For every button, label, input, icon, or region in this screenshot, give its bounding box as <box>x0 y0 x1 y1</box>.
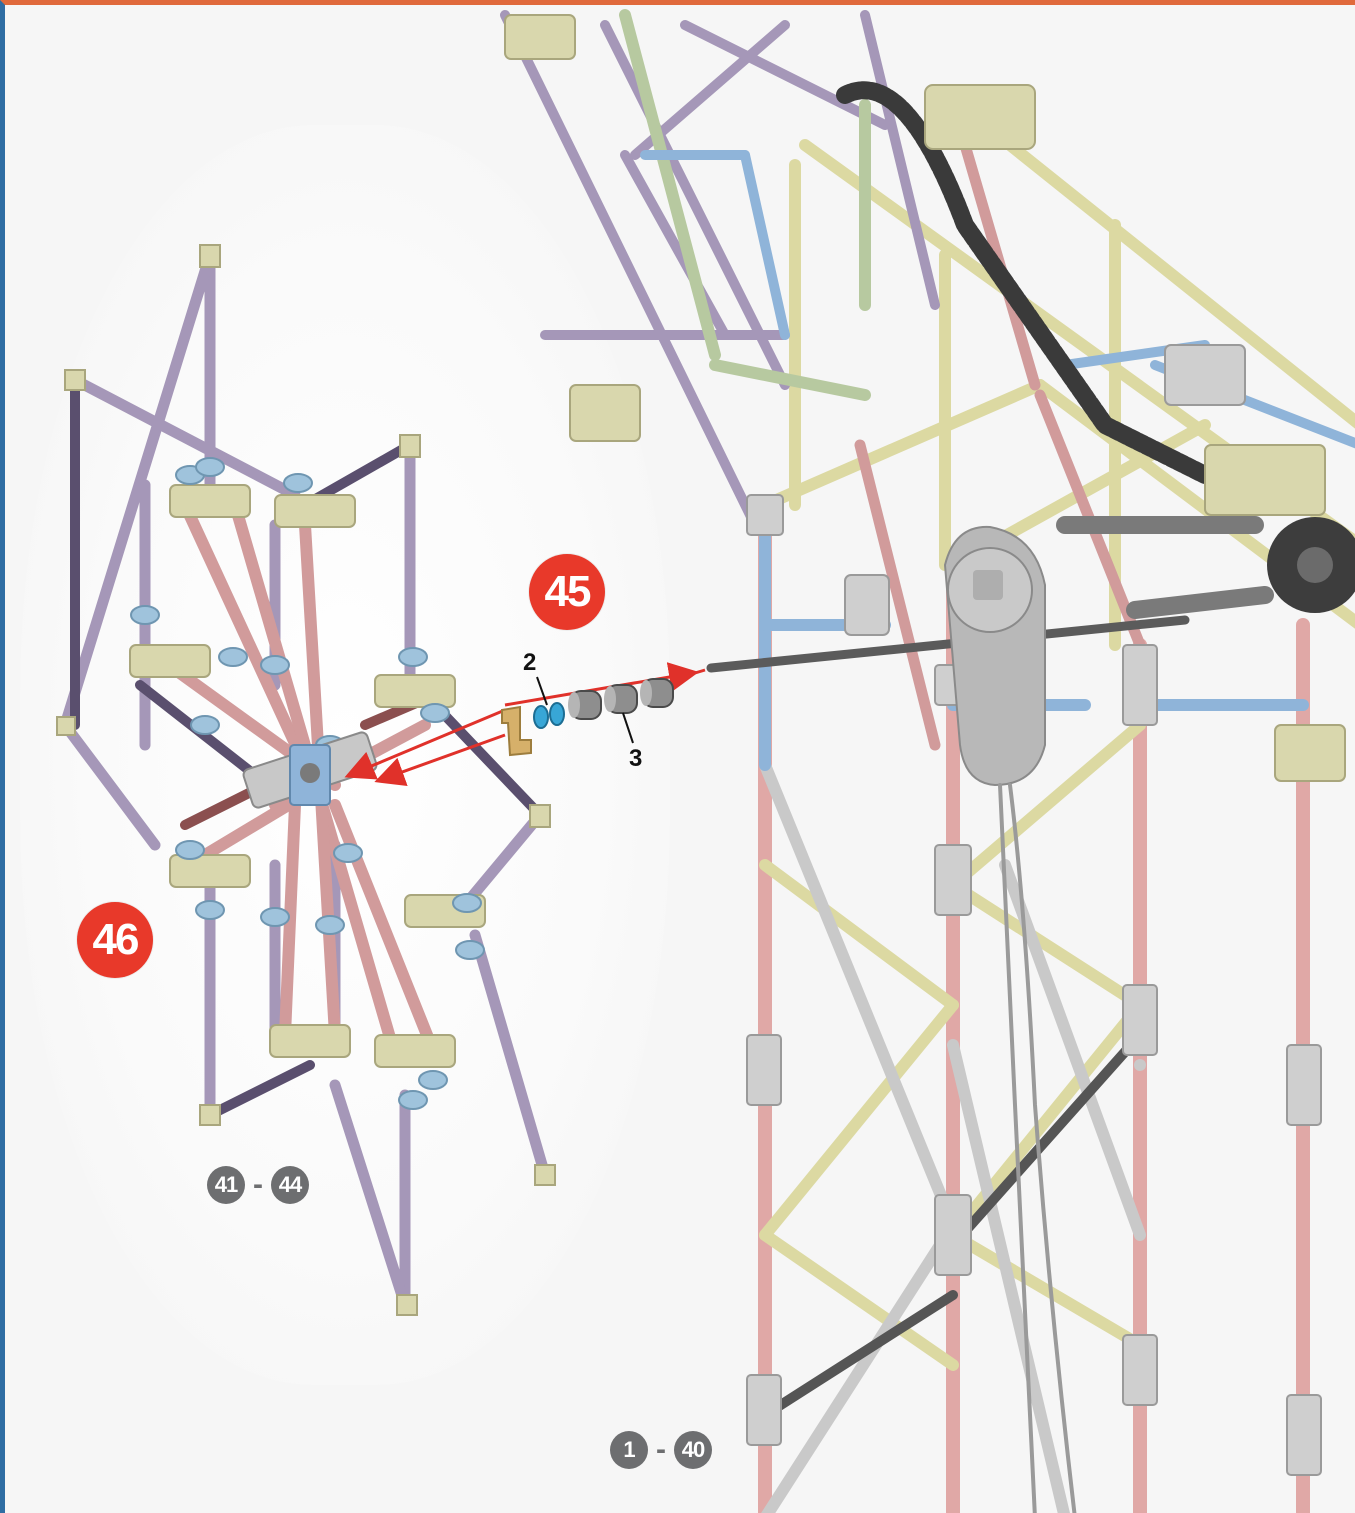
washer <box>533 705 549 729</box>
step-number-badge: 46 <box>77 902 153 978</box>
reference-start-badge: 1 <box>610 1431 648 1469</box>
reference-start-badge: 41 <box>207 1166 245 1204</box>
assembly-illustration <box>56 9 1355 1513</box>
step-number-badge: 45 <box>529 554 605 630</box>
reference-end-badge: 40 <box>674 1431 712 1469</box>
motor <box>943 525 1077 1513</box>
reference-end-badge: 44 <box>271 1166 309 1204</box>
axle-parts <box>344 662 706 786</box>
reference-separator: - <box>253 1168 263 1201</box>
reference-separator: - <box>656 1433 666 1466</box>
tower-step-reference: 1 - 40 <box>610 1430 712 1470</box>
washer-count-label: 2 <box>523 649 537 676</box>
wheel-step-reference: 41 - 44 <box>207 1165 309 1205</box>
end-clip <box>501 705 532 757</box>
spacer-count-label: 3 <box>629 745 643 772</box>
tower-structure <box>500 9 1355 1513</box>
wheel-assembly <box>56 244 556 1316</box>
wheel-hub <box>242 731 378 809</box>
washer <box>549 702 565 726</box>
